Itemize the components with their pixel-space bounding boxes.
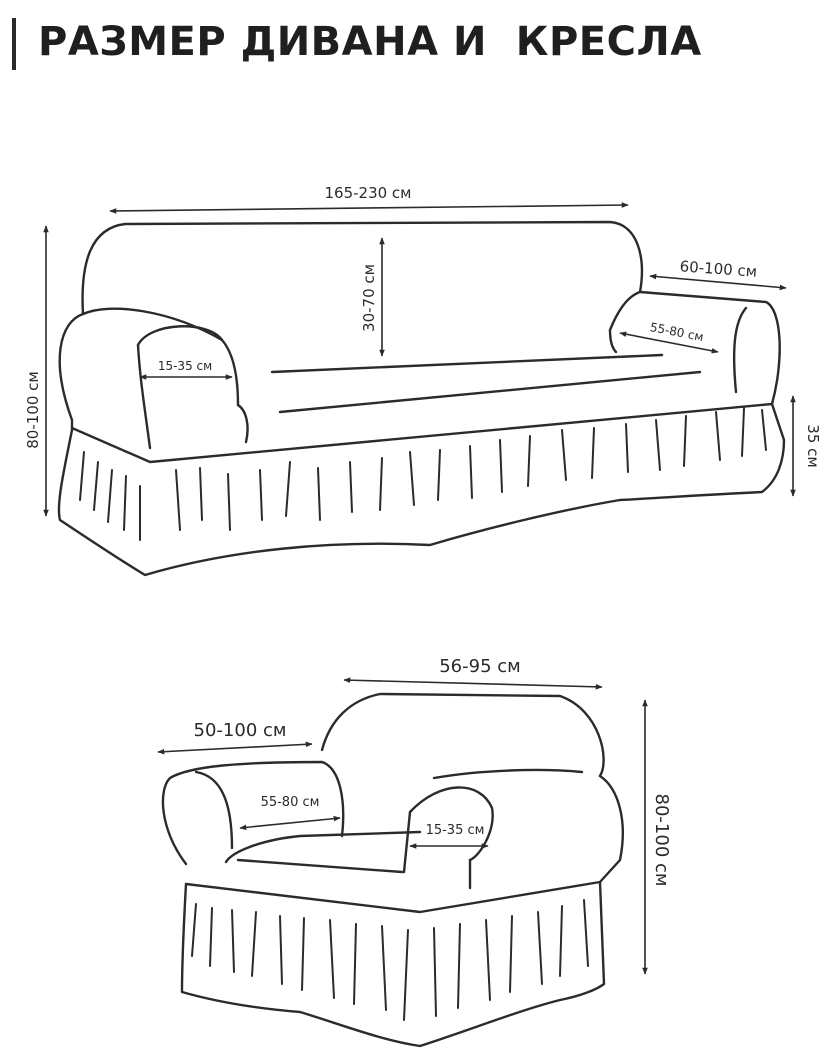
- armchair-depth-label: 50-100 см: [194, 720, 287, 741]
- sofa-depth-arrow: [649, 273, 787, 291]
- armchair-seat-depth-arrow: [239, 815, 341, 831]
- sofa-skirt-folds: [79, 407, 767, 541]
- sofa-skirt-height-label: 35 см: [804, 424, 822, 467]
- sofa-seat-depth-arrow: [619, 331, 719, 354]
- sofa-arm-width-label: 15-35 см: [158, 359, 212, 373]
- armchair-arm-width-label: 15-35 см: [426, 823, 485, 838]
- armchair-skirt-folds: [191, 899, 589, 1021]
- armchair-seat-depth-label: 55-80 см: [261, 795, 320, 810]
- armchair-drawing: [161, 692, 624, 1048]
- title-accent-bar: [12, 18, 16, 70]
- sofa-width-label: 165-230 см: [324, 184, 411, 202]
- sofa-depth-label: 60-100 см: [679, 257, 758, 280]
- armchair-height-label: 80-100 см: [651, 794, 672, 887]
- sofa-width-arrow: [109, 202, 629, 214]
- sofa-back-height-label: 30-70 см: [360, 264, 378, 332]
- page-title: РАЗМЕР ДИВАНА И КРЕСЛА: [38, 19, 702, 65]
- armchair-width-label: 56-95 см: [439, 656, 521, 677]
- armchair-width-arrow: [343, 677, 603, 690]
- sofa-drawing: [57, 220, 786, 577]
- armchair-depth-arrow: [157, 741, 313, 755]
- sofa-height-label: 80-100 см: [24, 371, 42, 448]
